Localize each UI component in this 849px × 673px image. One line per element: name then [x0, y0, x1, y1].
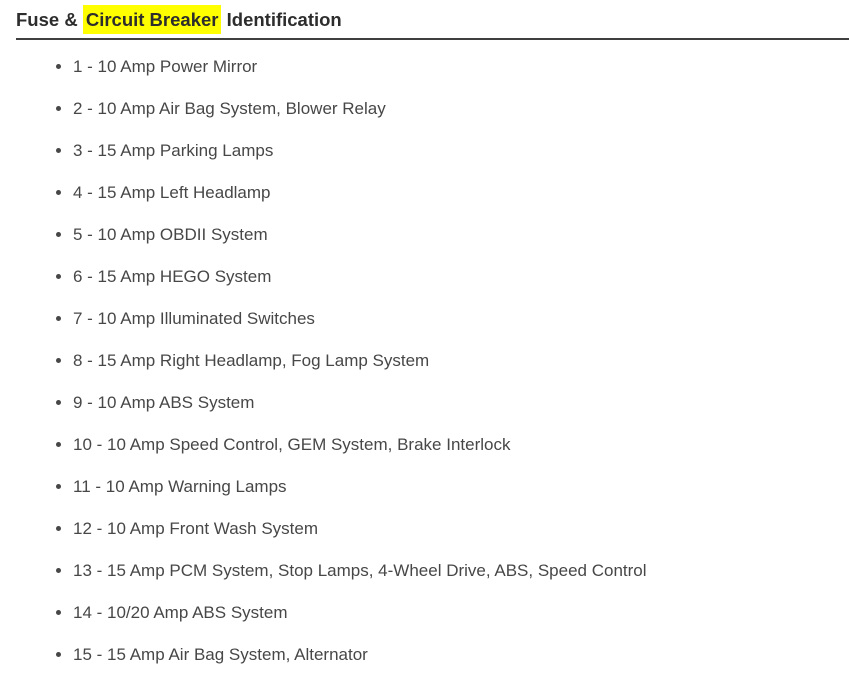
title-highlight: Circuit Breaker [82, 5, 222, 34]
title-suffix: Identification [221, 9, 342, 30]
fuse-list-item: 15 - 15 Amp Air Bag System, Alternator [73, 646, 849, 664]
fuse-list-item: 9 - 10 Amp ABS System [73, 394, 849, 412]
fuse-list-item: 8 - 15 Amp Right Headlamp, Fog Lamp Syst… [73, 352, 849, 370]
title-prefix: Fuse & [16, 9, 83, 30]
fuse-list-item: 6 - 15 Amp HEGO System [73, 268, 849, 286]
fuse-list-item: 14 - 10/20 Amp ABS System [73, 604, 849, 622]
heading-rule: Fuse & Circuit Breaker Identification [16, 0, 849, 40]
fuse-list-item: 13 - 15 Amp PCM System, Stop Lamps, 4-Wh… [73, 562, 849, 580]
page-content: Fuse & Circuit Breaker Identification 1 … [16, 0, 849, 664]
fuse-list-item: 7 - 10 Amp Illuminated Switches [73, 310, 849, 328]
fuse-list-item: 11 - 10 Amp Warning Lamps [73, 478, 849, 496]
fuse-list-item: 2 - 10 Amp Air Bag System, Blower Relay [73, 100, 849, 118]
fuse-list-item: 1 - 10 Amp Power Mirror [73, 58, 849, 76]
fuse-list-item: 12 - 10 Amp Front Wash System [73, 520, 849, 538]
fuse-list-item: 3 - 15 Amp Parking Lamps [73, 142, 849, 160]
fuse-list: 1 - 10 Amp Power Mirror 2 - 10 Amp Air B… [16, 58, 849, 664]
fuse-list-item: 4 - 15 Amp Left Headlamp [73, 184, 849, 202]
fuse-list-item: 5 - 10 Amp OBDII System [73, 226, 849, 244]
fuse-list-item: 10 - 10 Amp Speed Control, GEM System, B… [73, 436, 849, 454]
page-title: Fuse & Circuit Breaker Identification [16, 5, 849, 34]
